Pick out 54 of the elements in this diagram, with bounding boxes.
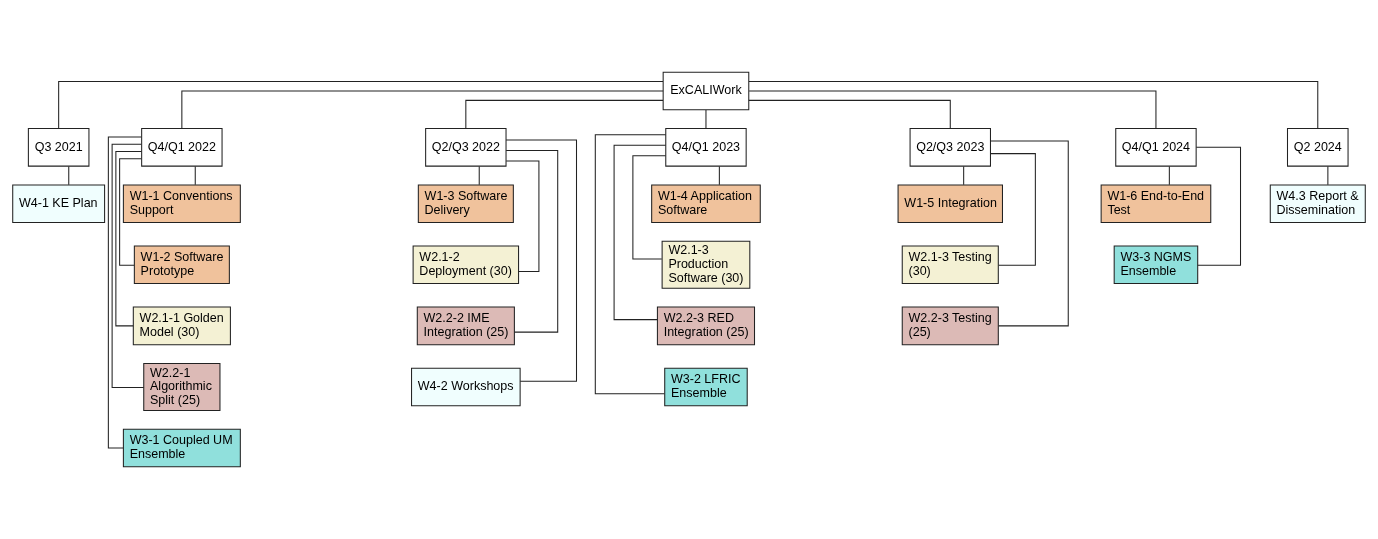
node-box: W1-3 Software Delivery [417, 184, 514, 224]
node-box: Q4/Q1 2024 [1115, 128, 1197, 167]
connector [505, 139, 577, 382]
node-box: W1-4 Application Software [651, 184, 761, 224]
node-box: Q2/Q3 2022 [425, 128, 507, 167]
node-box: W2.1-1 Golden Model (30) [132, 306, 231, 346]
connector [748, 81, 1319, 129]
connector [1168, 165, 1170, 186]
connector [705, 109, 707, 129]
node-box: W4-1 KE Plan [12, 184, 106, 224]
connector [632, 155, 667, 260]
connector [594, 134, 667, 395]
connector [505, 160, 540, 273]
node-box: W1-6 End-to-End Test [1100, 184, 1212, 224]
node-box: Q4/Q1 2023 [665, 128, 747, 167]
node-box: W2.2-3 RED Integration (25) [656, 306, 756, 346]
connector [718, 165, 720, 186]
node-box: W4-2 Workshops [411, 367, 521, 407]
node-box: ExCALIWork [662, 71, 750, 111]
node-box: W2.1-2 Deployment (30) [412, 245, 520, 285]
connector [1195, 146, 1242, 266]
connector [613, 144, 667, 321]
node-box: W2.2-3 Testing (25) [901, 306, 999, 346]
connector [111, 143, 145, 388]
node-box: W1-5 Integration [897, 184, 1003, 224]
node-box: W2.2-1 Algorithmic Split (25) [143, 362, 221, 411]
connector [194, 165, 196, 186]
node-box: W2.1-3 Production Software (30) [661, 240, 751, 289]
connector [181, 90, 664, 129]
connector [748, 90, 1157, 129]
connector [119, 158, 142, 266]
node-box: W4.3 Report & Dissemination [1269, 184, 1366, 224]
connector [990, 140, 1069, 327]
connector [58, 81, 664, 129]
connector [478, 165, 480, 186]
node-box: Q3 2021 [27, 128, 90, 167]
node-box: Q4/Q1 2022 [141, 128, 223, 167]
node-box: W3-1 Coupled UM Ensemble [122, 428, 241, 468]
connector [115, 151, 143, 327]
connector [1327, 165, 1329, 186]
node-box: W1-1 Conventions Support [122, 184, 241, 224]
connector [505, 149, 559, 333]
connector [963, 165, 965, 186]
connector [465, 99, 664, 130]
node-box: W3-3 NGMS Ensemble [1113, 245, 1199, 285]
connector [68, 165, 70, 186]
node-box: W2.2-2 IME Integration (25) [416, 306, 515, 346]
node-box: W1-2 Software Prototype [133, 245, 230, 285]
node-box: W2.1-3 Testing (30) [901, 245, 999, 285]
connector [990, 153, 1036, 266]
node-box: W3-2 LFRIC Ensemble [664, 367, 748, 407]
node-box: Q2/Q3 2023 [909, 128, 991, 167]
connector [748, 99, 951, 130]
node-box: Q2 2024 [1287, 128, 1349, 167]
